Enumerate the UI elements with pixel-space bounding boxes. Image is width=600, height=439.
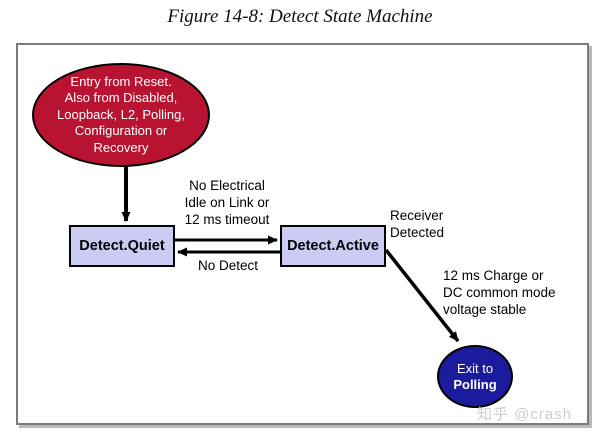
edge-label-line: voltage stable	[443, 302, 527, 317]
edge-label-no-detect: No Detect	[197, 258, 259, 273]
edge-label-receiver-detected: Receiver Detected	[390, 207, 444, 241]
edge-label-line: Receiver	[390, 208, 444, 223]
edge-label-line: 12 ms timeout	[184, 212, 270, 227]
entry-ellipse-line: Loopback, L2, Polling,	[57, 106, 185, 122]
edge-label-line: No Electrical	[189, 178, 265, 193]
arrow-active-to-exit	[384, 248, 460, 343]
entry-ellipse-line: Recovery	[93, 139, 149, 155]
state-detect-active: Detect.Active	[280, 225, 386, 267]
exit-circle-line: Polling	[453, 376, 497, 392]
edge-label-exit-note: 12 ms Charge or DC common mode voltage s…	[443, 267, 556, 318]
edge-label-line: Idle on Link or	[184, 195, 270, 210]
edge-label-line: DC common mode	[443, 285, 556, 300]
watermark: 知乎 @crash	[477, 406, 573, 423]
exit-circle-line: Exit to	[456, 360, 494, 376]
edge-label-line: Detected	[390, 225, 445, 240]
arrows-layer	[121, 166, 460, 343]
entry-ellipse-line: Configuration or	[74, 123, 168, 139]
figure-title: Figure 14-8: Detect State Machine	[167, 6, 433, 27]
edge-label-quiet-to-active: No Electrical Idle on Link or 12 ms time…	[157, 177, 297, 228]
entry-ellipse-line: Also from Disabled,	[64, 90, 178, 106]
entry-ellipse-line: Entry from Reset.	[70, 73, 172, 89]
entry-ellipse-node: Entry from Reset. Also from Disabled, Lo…	[32, 63, 210, 167]
diagram-frame: Entry from Reset. Also from Disabled, Lo…	[16, 43, 589, 425]
edge-label-line: 12 ms Charge or	[443, 268, 544, 283]
state-detect-quiet: Detect.Quiet	[69, 225, 175, 267]
exit-to-polling-node: Exit to Polling	[437, 345, 513, 408]
